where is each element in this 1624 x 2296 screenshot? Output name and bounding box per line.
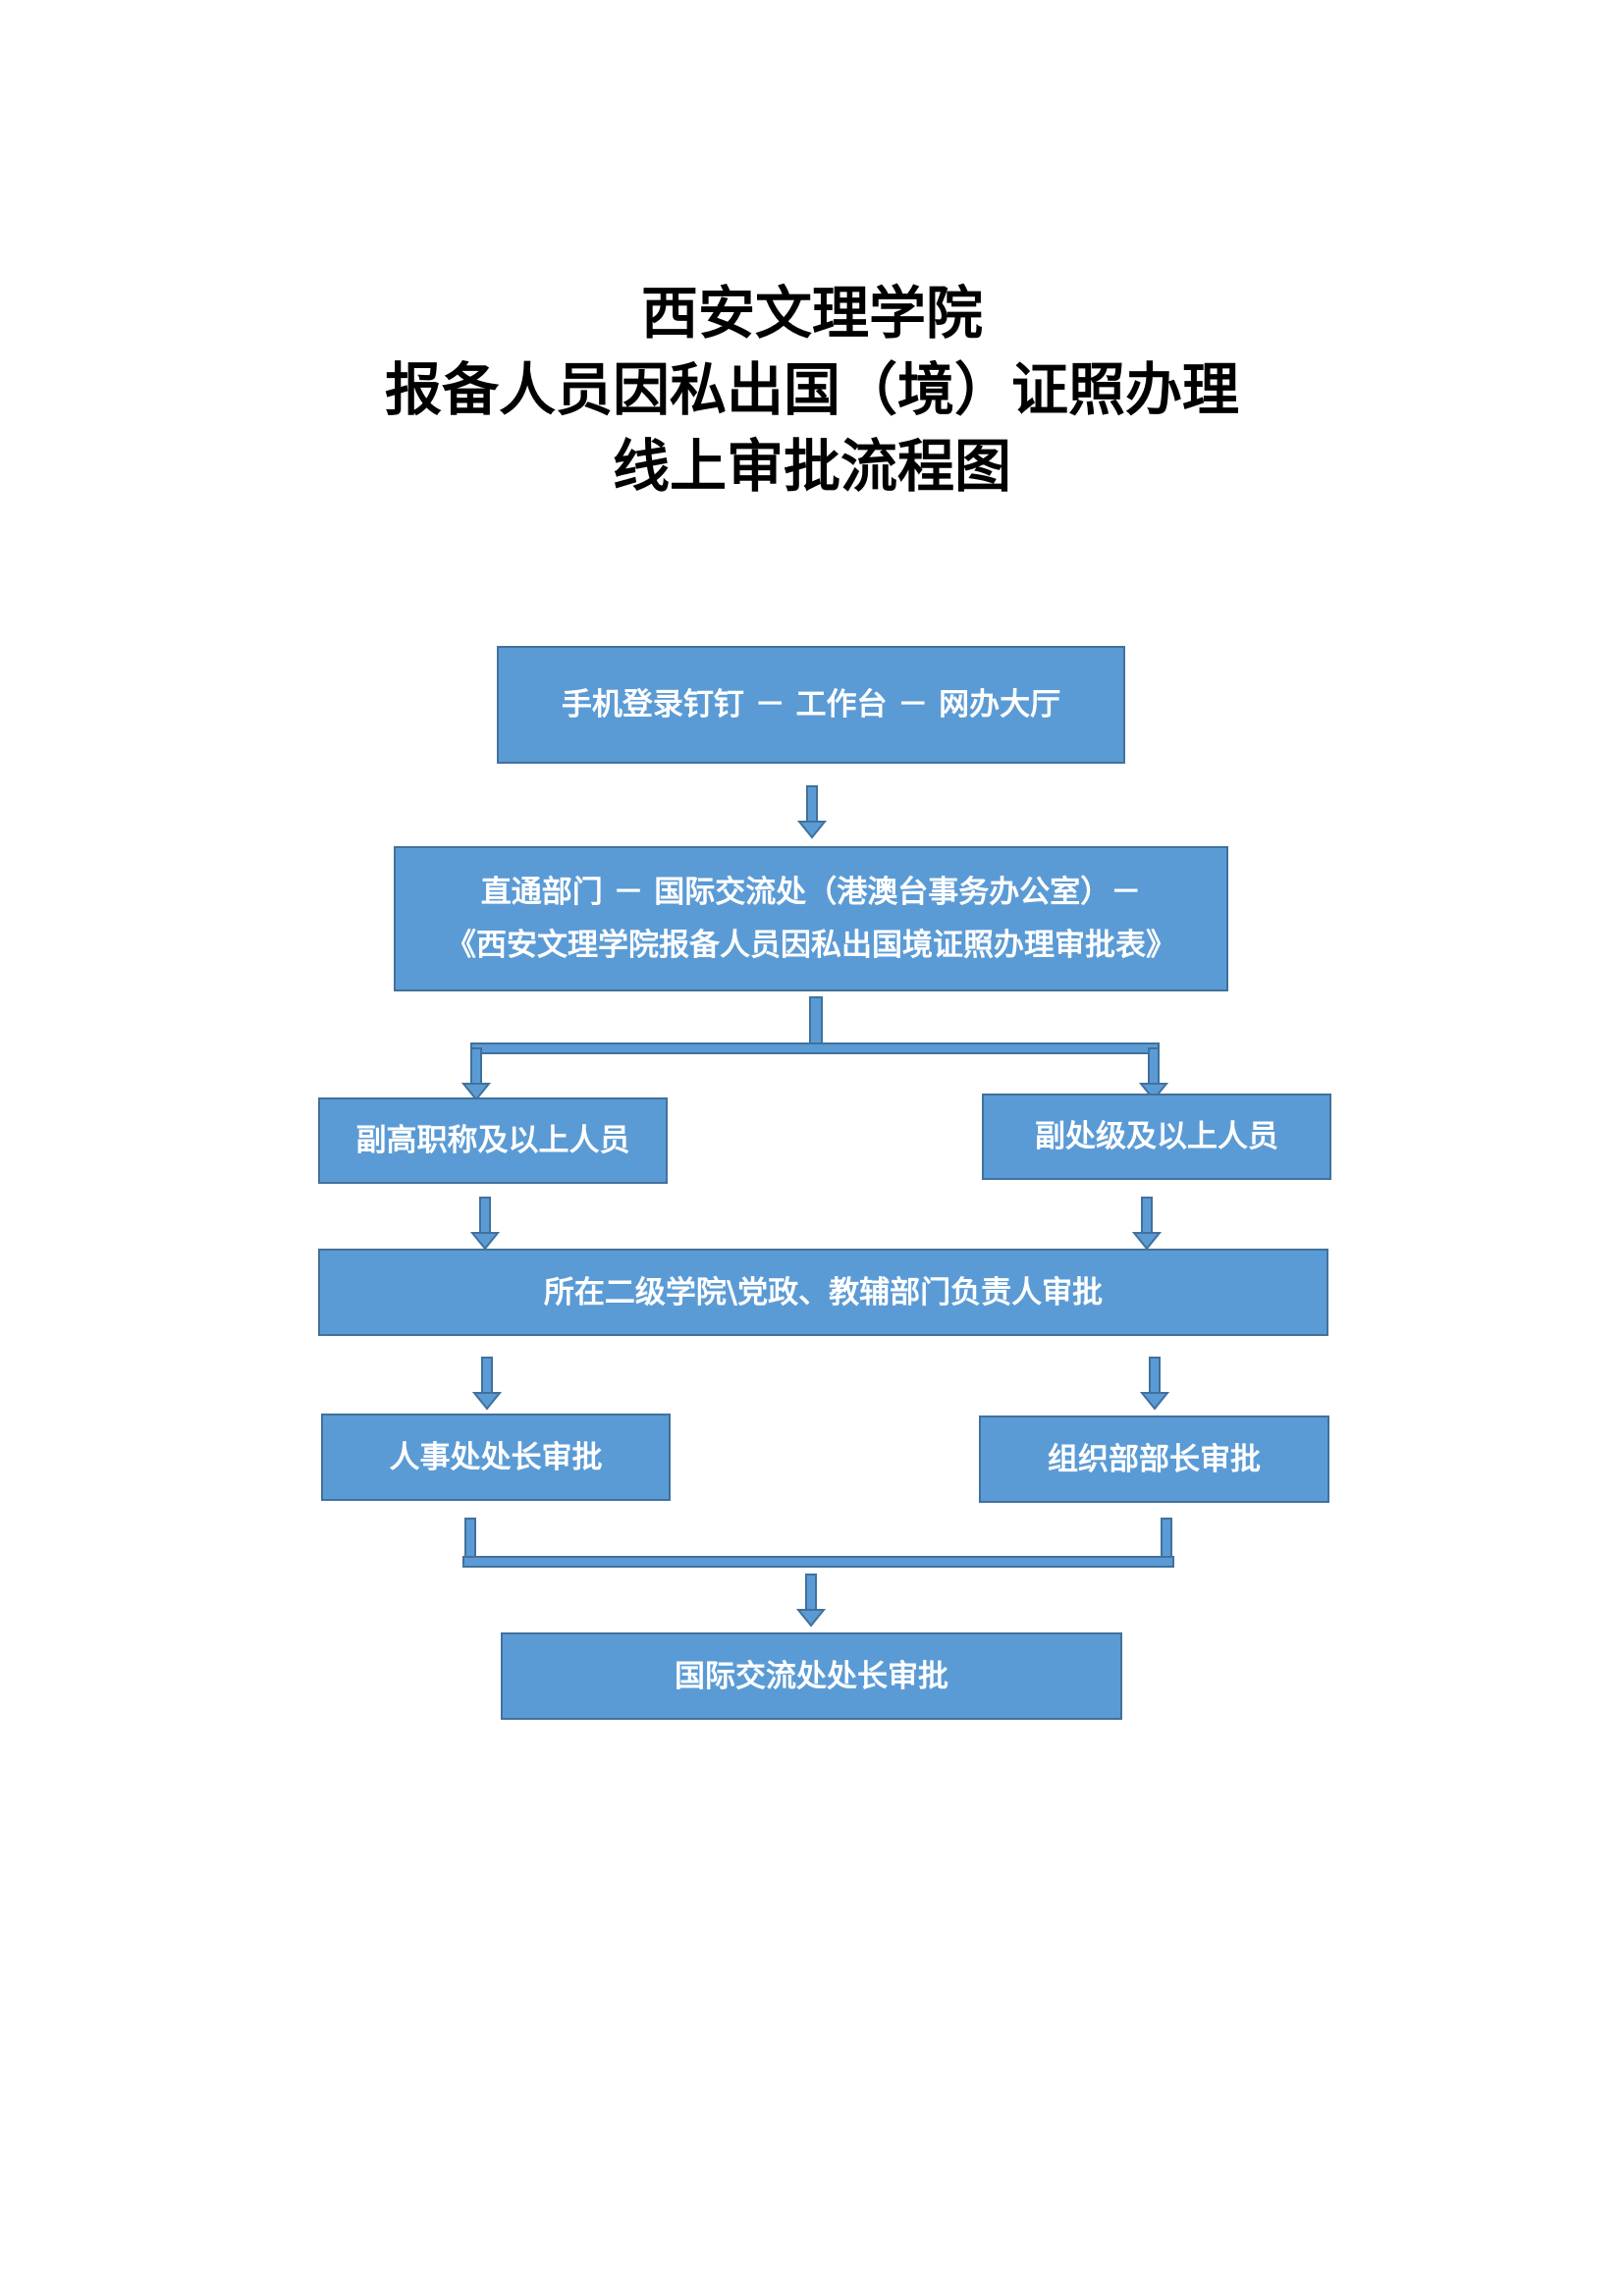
merge-stem-left [464, 1518, 476, 1563]
step-college-approval: 所在二级学院\党政、教辅部门负责人审批 [318, 1249, 1328, 1336]
arrow-down-icon [471, 1197, 499, 1250]
step-senior-title: 副高职称及以上人员 [318, 1097, 668, 1184]
arrow-down-icon [473, 1357, 501, 1410]
title-line-2: 报备人员因私出国（境）证照办理 [384, 356, 1239, 423]
step-intl-approval: 国际交流处处长审批 [501, 1632, 1122, 1720]
title-line-1: 西安文理学院 [640, 280, 983, 347]
merge-stem-right [1161, 1518, 1172, 1563]
branch-stem [809, 996, 823, 1049]
merge-bar [462, 1556, 1174, 1568]
arrow-down-icon [798, 785, 826, 838]
branch-bar [470, 1042, 1160, 1054]
step-org-approval: 组织部部长审批 [979, 1415, 1329, 1503]
arrow-down-icon [1141, 1357, 1168, 1410]
arrow-down-icon [1133, 1197, 1161, 1250]
step-org-approval-label: 组织部部长审批 [1048, 1441, 1261, 1477]
step-direct-department-line-2: 《西安文理学院报备人员因私出国境证照办理审批表》 [446, 928, 1176, 963]
step-hr-approval-label: 人事处处长审批 [389, 1439, 603, 1475]
arrow-down-icon [462, 1047, 490, 1100]
step-division-level-label: 副处级及以上人员 [1035, 1119, 1278, 1154]
step-hr-approval: 人事处处长审批 [321, 1414, 671, 1501]
step-login-label: 手机登录钉钉 － 工作台 － 网办大厅 [561, 687, 1061, 722]
arrow-down-icon [1140, 1047, 1167, 1100]
title-line-3: 线上审批流程图 [612, 433, 1011, 500]
step-division-level: 副处级及以上人员 [982, 1094, 1331, 1180]
arrow-down-icon [797, 1574, 825, 1627]
step-login: 手机登录钉钉 － 工作台 － 网办大厅 [497, 646, 1125, 764]
step-college-approval-label: 所在二级学院\党政、教辅部门负责人审批 [543, 1274, 1104, 1310]
step-direct-department: 直通部门 － 国际交流处（港澳台事务办公室）－ 《西安文理学院报备人员因私出国境… [394, 846, 1228, 991]
step-direct-department-line-1: 直通部门 － 国际交流处（港澳台事务办公室）－ [480, 875, 1142, 910]
step-senior-title-label: 副高职称及以上人员 [355, 1123, 630, 1158]
step-intl-approval-label: 国际交流处处长审批 [675, 1658, 948, 1694]
